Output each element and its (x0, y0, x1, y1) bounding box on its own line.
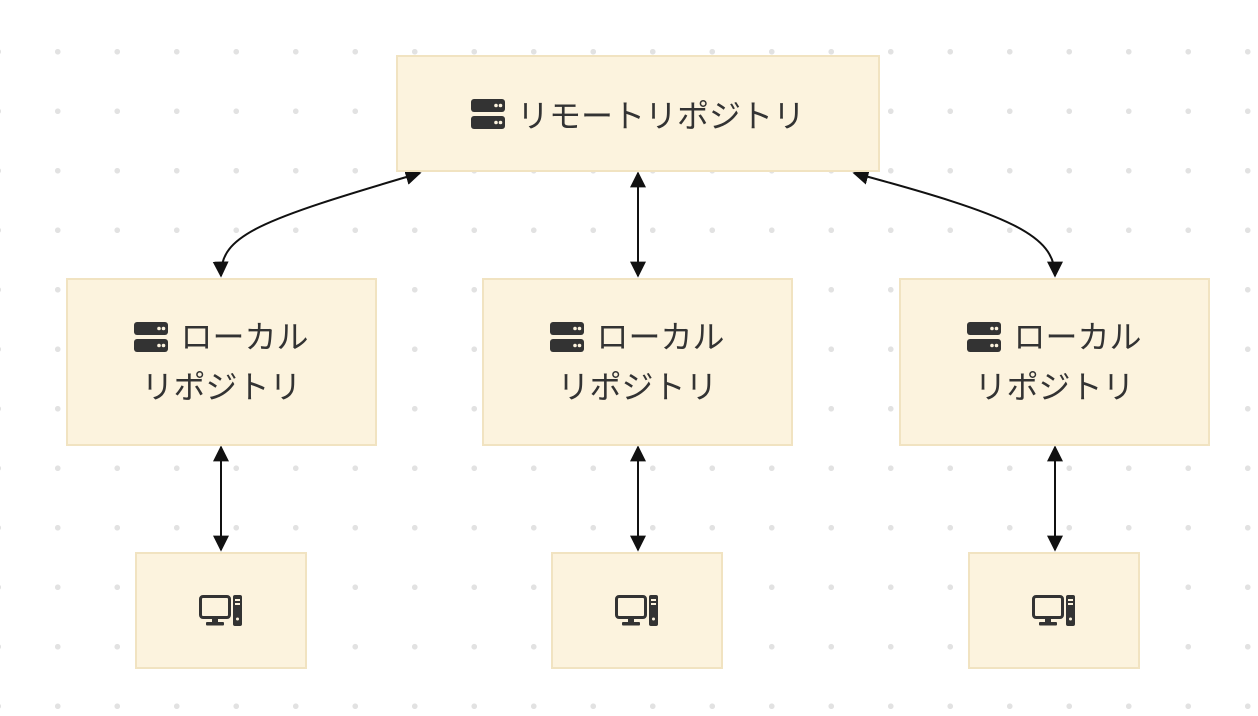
client-pc-node (135, 552, 307, 669)
local-repository-label-line2: リポジトリ (557, 368, 718, 406)
local-repository-label-line1: ローカル (1013, 318, 1142, 356)
local-repository-label-line1: ローカル (596, 318, 725, 356)
edge-remote-local-1 (212, 169, 422, 278)
local-repository-node: ローカル リポジトリ (899, 278, 1210, 446)
server-icon (134, 322, 169, 352)
desktop-icon (615, 594, 658, 626)
edge-remote-local-3 (852, 169, 1063, 278)
desktop-icon (1032, 594, 1075, 626)
client-pc-node (551, 552, 723, 669)
desktop-icon (199, 594, 242, 626)
server-icon (550, 322, 585, 352)
server-icon (470, 98, 505, 129)
local-repository-label-line1: ローカル (180, 318, 309, 356)
remote-repository-label: リモートリポジトリ (516, 96, 805, 135)
local-repository-label-line2: リポジトリ (974, 368, 1135, 406)
local-repository-label-line2: リポジトリ (141, 368, 302, 406)
local-repository-node: ローカル リポジトリ (482, 278, 793, 446)
client-pc-node (968, 552, 1140, 669)
server-icon (967, 322, 1002, 352)
local-repository-node: ローカル リポジトリ (66, 278, 377, 446)
remote-repository-node: リモートリポジトリ (396, 55, 880, 172)
